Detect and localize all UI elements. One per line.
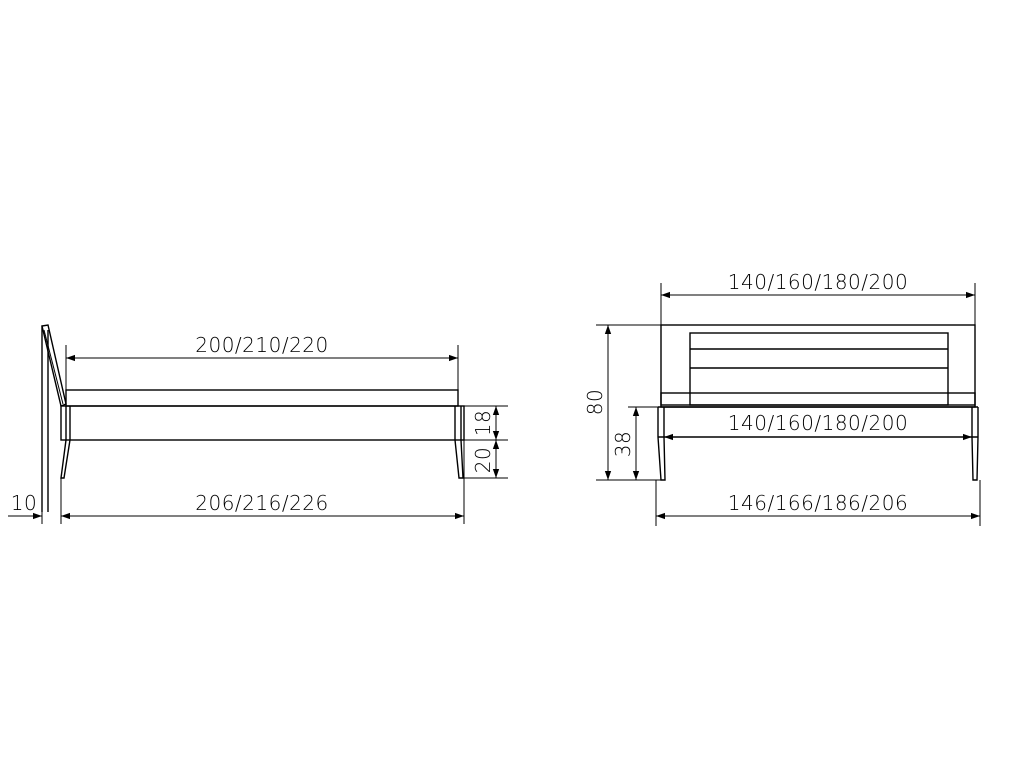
label-frame-top-height: 38 [611, 431, 635, 457]
label-mattress-length: 200/210/220 [195, 333, 329, 357]
label-overall-length: 206/216/226 [195, 491, 329, 515]
front-leg-right [971, 407, 979, 481]
label-inner-width: 140/160/180/200 [728, 411, 908, 435]
front-leg-left [657, 407, 666, 481]
label-headboard-width: 140/160/180/200 [728, 270, 908, 294]
label-total-height: 80 [583, 389, 607, 415]
label-frame-height: 18 [471, 410, 495, 436]
label-leg-height: 20 [471, 447, 495, 473]
side-view: 200/210/220 206/216/226 10 18 20 [8, 324, 508, 524]
label-overall-width: 146/166/186/206 [728, 491, 908, 515]
front-view: 140/160/180/200 140/160/180/200 146/166/… [583, 270, 981, 526]
front-headboard-inner [689, 332, 949, 406]
side-leg-head [60, 406, 71, 479]
side-frame-rail [60, 405, 465, 441]
label-headboard-offset: 10 [11, 491, 37, 515]
side-leg-foot [454, 406, 464, 479]
side-mattress [65, 389, 459, 407]
side-headboard-inner [43, 329, 64, 405]
